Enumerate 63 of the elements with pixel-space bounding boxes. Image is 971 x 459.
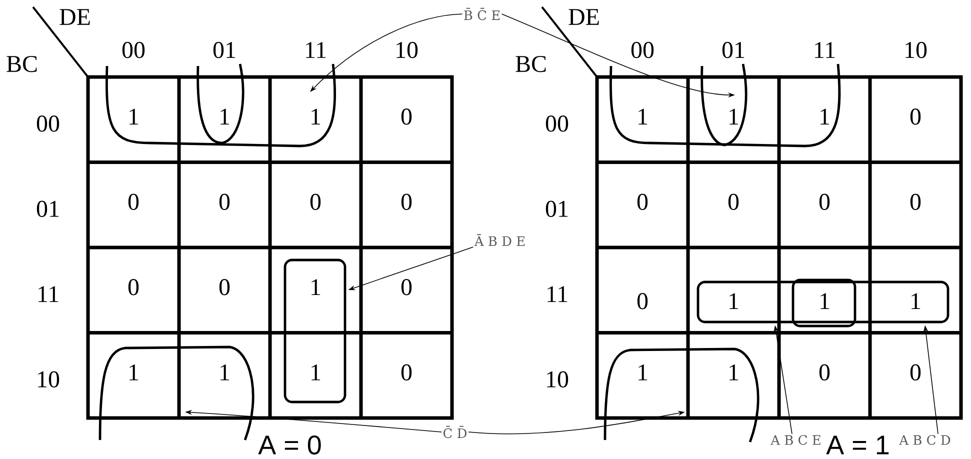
cell-value: 0 — [401, 194, 412, 210]
row-header: 01 — [546, 200, 568, 217]
cell-value: 0 — [910, 108, 921, 125]
cell-value: 0 — [819, 364, 830, 380]
grouping-loop — [700, 64, 748, 146]
cell-value: 0 — [910, 364, 921, 380]
row-header: 10 — [38, 371, 60, 388]
map-caption: A = 0 — [258, 435, 321, 455]
cell-value: 0 — [401, 364, 412, 380]
cell-value: 0 — [637, 293, 648, 310]
cell-value: 1 — [312, 108, 320, 125]
cell-value: 1 — [820, 108, 830, 125]
cell-value: 0 — [819, 194, 830, 210]
column-header: 10 — [906, 42, 927, 58]
cell-value: 1 — [312, 279, 320, 296]
cell-value: 1 — [820, 293, 830, 310]
row-header: 11 — [38, 286, 58, 302]
cell-value: 1 — [730, 108, 738, 125]
cell-value: 1 — [638, 108, 648, 125]
row-header: 01 — [36, 200, 59, 217]
cell-value: 0 — [128, 279, 139, 296]
axis-label: BC — [516, 56, 546, 72]
cell-value: 1 — [730, 293, 738, 310]
arrow — [310, 14, 463, 92]
column-header: 10 — [396, 42, 418, 58]
cell-value: 0 — [219, 279, 230, 296]
grouping-loop — [106, 64, 336, 148]
cell-value: 1 — [220, 364, 230, 380]
cell-value: 1 — [638, 364, 648, 380]
cell-value: 0 — [128, 194, 139, 210]
row-header: 00 — [546, 116, 568, 132]
axis-label: BC — [6, 56, 37, 72]
cell-value: 0 — [910, 194, 921, 210]
grouping-loop — [604, 348, 760, 442]
column-header: 00 — [631, 42, 654, 58]
cell-value: 1 — [130, 364, 138, 380]
term-label: A B C D — [899, 435, 950, 445]
cell-value: 1 — [912, 293, 920, 310]
grouping-loop — [284, 258, 346, 404]
axis-label: DE — [568, 9, 599, 25]
axis-label: DE — [60, 9, 90, 25]
row-header: 11 — [548, 286, 568, 302]
cell-value: 0 — [728, 194, 739, 210]
grouping-loop — [696, 280, 950, 324]
cell-value: 1 — [130, 108, 138, 125]
term-label: B̄ C̄ E — [464, 8, 500, 20]
cell-value: 1 — [730, 364, 738, 380]
cell-value: 1 — [312, 364, 320, 380]
cell-value: 0 — [401, 108, 412, 125]
map-caption: A = 1 — [826, 436, 889, 454]
column-header: 11 — [306, 42, 326, 58]
cell-value: 0 — [637, 194, 648, 210]
row-header: 10 — [547, 371, 568, 388]
term-label: C̄ D̄ — [444, 426, 467, 438]
column-header: 11 — [815, 42, 835, 58]
cell-value: 0 — [219, 194, 230, 210]
grouping-loop — [98, 346, 254, 440]
cell-value: 0 — [401, 279, 412, 296]
row-header: 00 — [36, 116, 60, 132]
term-label: A B C E — [770, 435, 820, 445]
cell-value: 0 — [310, 194, 321, 210]
cell-value: 1 — [220, 108, 230, 125]
term-label: Ā B D E — [474, 234, 525, 246]
